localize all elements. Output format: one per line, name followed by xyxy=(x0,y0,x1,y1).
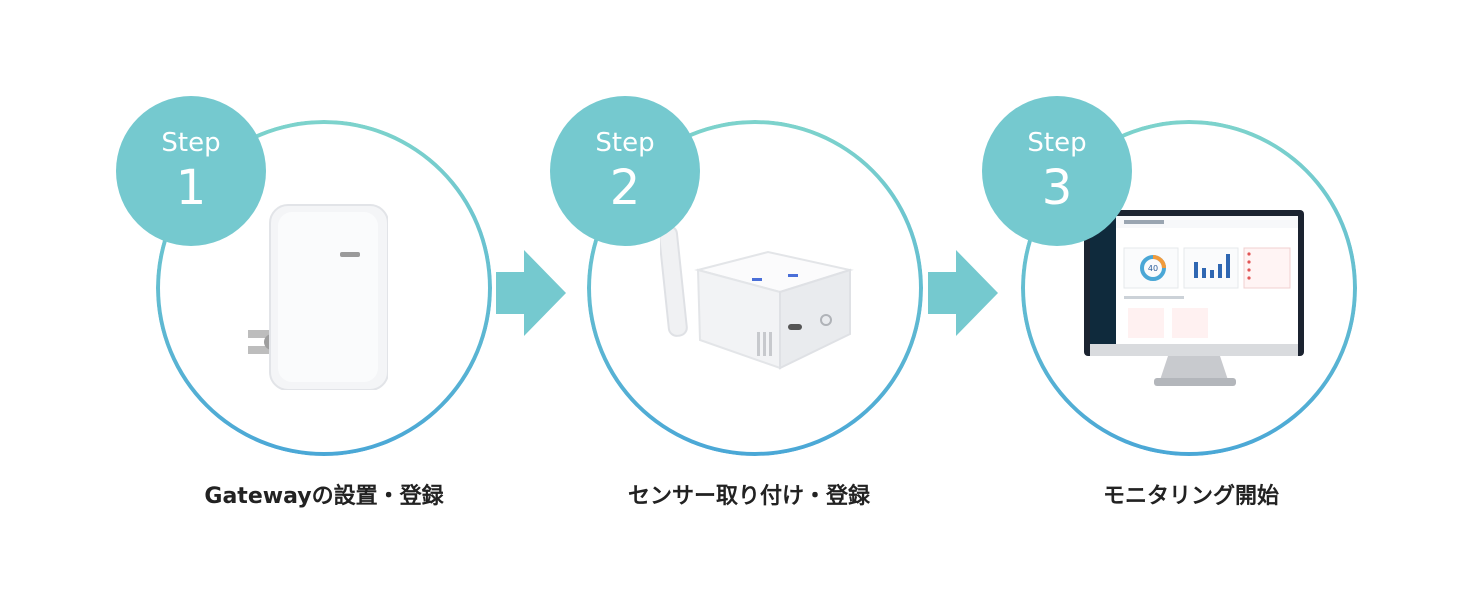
gauge-value: 40 xyxy=(1148,264,1158,273)
step-3-badge: Step 3 xyxy=(982,96,1132,246)
step-word: Step xyxy=(595,128,655,158)
step-number: 2 xyxy=(609,160,641,216)
step-2-badge: Step 2 xyxy=(550,96,700,246)
step-1-label: Gatewayの設置・登録 xyxy=(204,484,444,509)
step-number: 1 xyxy=(175,160,207,216)
step-number: 3 xyxy=(1041,160,1073,216)
step-2-label: センサー取り付け・登録 xyxy=(627,484,870,509)
router-device-image xyxy=(660,225,854,370)
gateway-device-image xyxy=(248,204,388,390)
arrow-right-icon xyxy=(496,250,566,336)
monitor-dashboard-image: 40 xyxy=(1084,210,1304,386)
arrow-right-icon xyxy=(928,250,998,336)
step-1-badge: Step 1 xyxy=(116,96,266,246)
step-word: Step xyxy=(161,128,221,158)
step-word: Step xyxy=(1027,128,1087,158)
step-3-label: モニタリング開始 xyxy=(1102,484,1279,509)
